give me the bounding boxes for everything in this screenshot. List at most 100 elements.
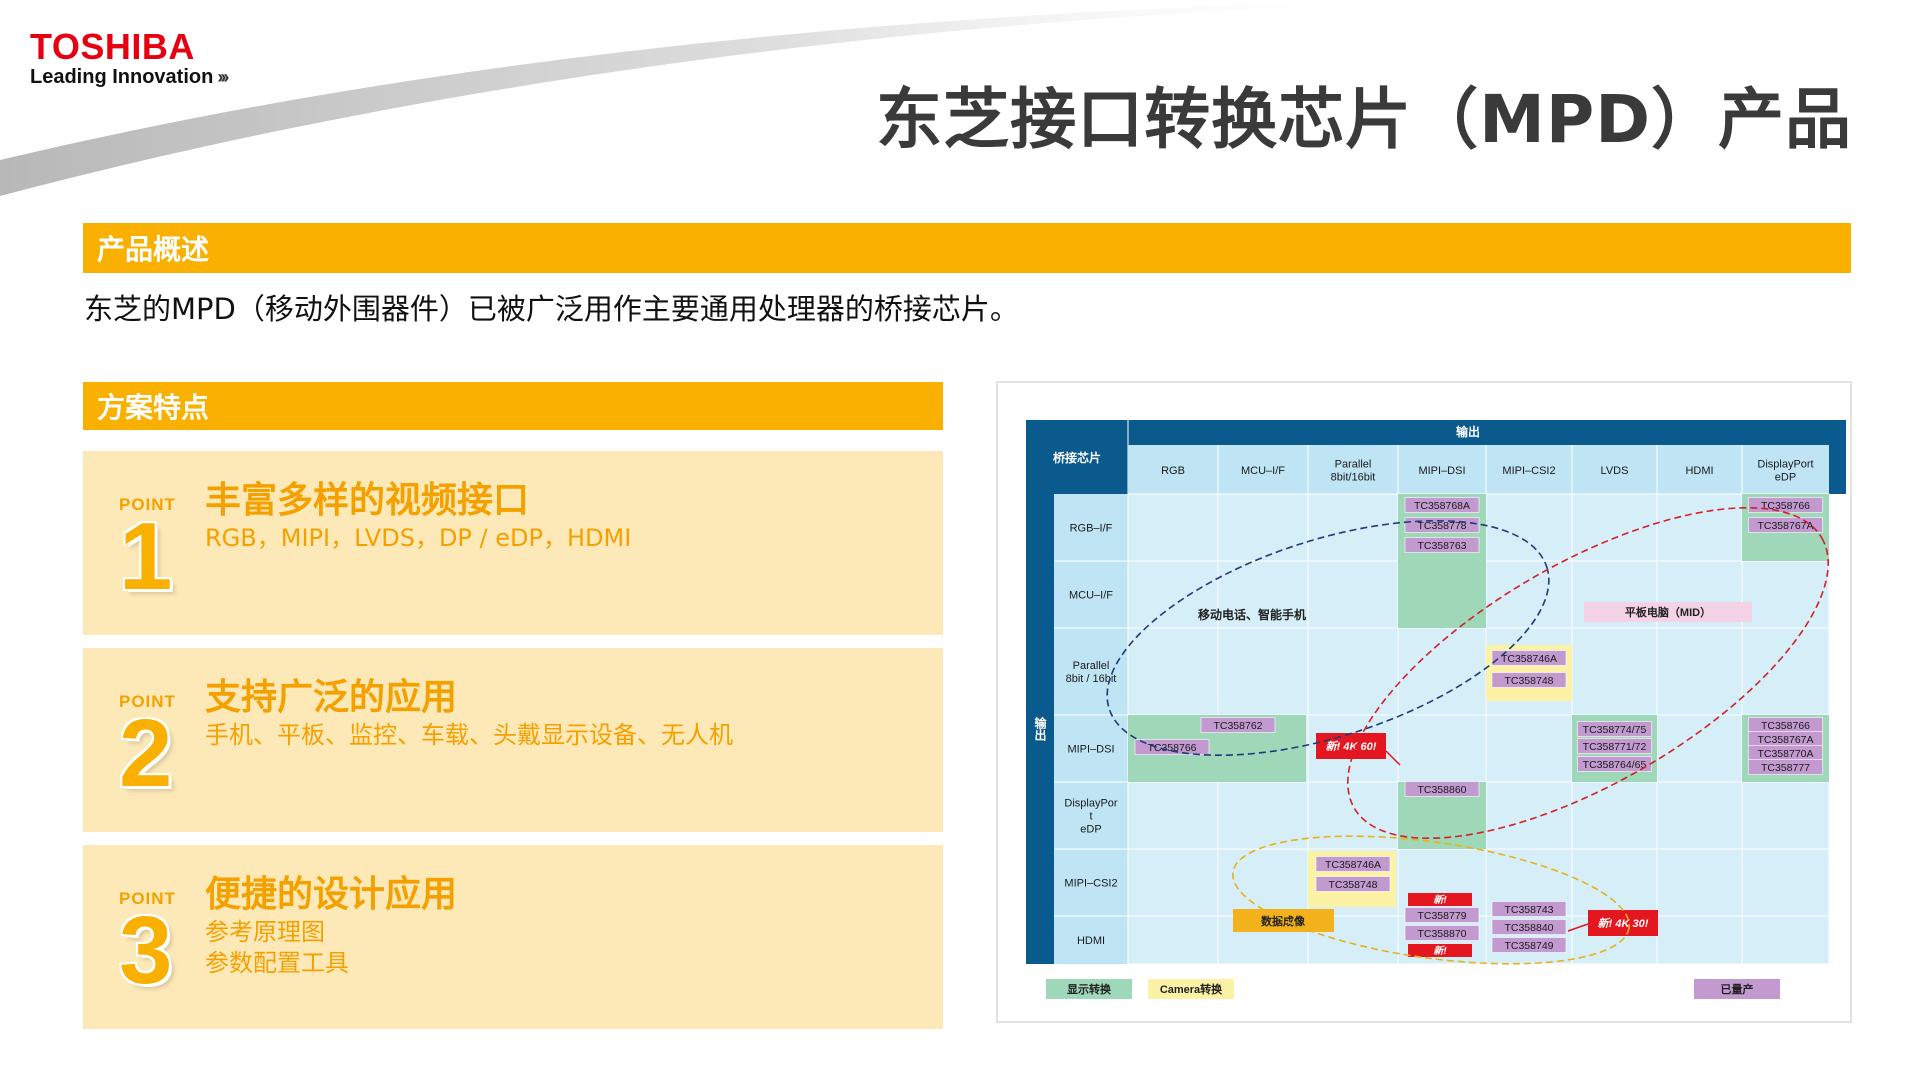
column-header: HDMI xyxy=(1685,465,1713,477)
chevron-right-icon: ››› xyxy=(217,67,229,87)
point-number: 2 xyxy=(119,700,173,807)
row-header: HDMI xyxy=(1077,935,1105,947)
column-header: LVDS xyxy=(1601,465,1629,477)
features-heading-bar: 方案特点 xyxy=(83,382,943,430)
chip-label: TC358779 xyxy=(1417,910,1466,922)
grid-cell xyxy=(1571,781,1658,850)
chip-box xyxy=(1315,876,1391,892)
point-number: 1 xyxy=(119,503,173,610)
chip-box xyxy=(1200,717,1276,733)
chip-label: TC358766 xyxy=(1761,500,1810,512)
grid-cell xyxy=(1217,560,1309,629)
chip-label: TC358763 xyxy=(1417,540,1466,552)
overview-heading-bar: 产品概述 xyxy=(83,223,1851,273)
corner-label: 桥接芯片 xyxy=(1053,450,1101,465)
chip-box xyxy=(1404,537,1480,553)
region-rgb-dsi xyxy=(1398,494,1486,628)
legend-display-swatch xyxy=(1046,979,1132,999)
new-4k60-label: 新! 4K 60! xyxy=(1326,740,1377,753)
chip-label: TC358767A xyxy=(1757,520,1813,532)
grid-cell xyxy=(1656,493,1743,562)
imaging-label: 数据成像 xyxy=(1261,914,1306,928)
legend-display-label: 显示转换 xyxy=(1067,982,1112,996)
mobile-label: 移动电话、智能手机 xyxy=(1198,607,1306,622)
chip-box xyxy=(1491,937,1567,953)
chip-label: TC358748 xyxy=(1328,879,1377,891)
grid-cell xyxy=(1307,627,1399,716)
point-number: 3 xyxy=(119,897,173,1004)
grid-cell xyxy=(1741,915,1830,965)
grid-cell xyxy=(1127,627,1219,716)
tagline-text: Leading Innovation xyxy=(30,66,214,88)
chip-label: TC358766 xyxy=(1761,720,1810,732)
imaging-label-box xyxy=(1233,909,1334,932)
grid-cell xyxy=(1741,848,1830,917)
column-header: MIPI–CSI2 xyxy=(1502,465,1555,477)
chip-box xyxy=(1748,759,1823,775)
point-title: 便捷的设计应用 xyxy=(205,874,458,915)
corner-cell xyxy=(1026,420,1128,494)
chip-label: TC358743 xyxy=(1504,904,1553,916)
chip-box xyxy=(1404,907,1480,923)
point-description: RGB，MIPI，LVDS，DP / eDP，HDMI xyxy=(205,523,631,554)
grid-cell xyxy=(1571,848,1658,917)
chip-box xyxy=(1315,856,1391,872)
new-badge-small xyxy=(1408,944,1472,957)
tablet-ellipse xyxy=(1346,506,1830,840)
legend-mass-label: 已量产 xyxy=(1721,982,1754,996)
chip-box xyxy=(1491,672,1567,688)
column-header: MCU–I/F xyxy=(1241,465,1285,477)
row-header: MIPI–CSI2 xyxy=(1064,877,1117,889)
row-header-band xyxy=(1054,494,1128,964)
tablet-label-box xyxy=(1584,602,1752,622)
grid-cell xyxy=(1127,493,1219,562)
grid-cell xyxy=(1571,627,1658,716)
column-header-band xyxy=(1128,445,1829,494)
mobile-ellipse xyxy=(1106,519,1550,757)
new-4k60-badge xyxy=(1316,733,1386,759)
chip-label: TC358777 xyxy=(1761,762,1810,774)
new-4k30-badge xyxy=(1588,910,1658,936)
grid-cell xyxy=(1397,627,1487,716)
chip-label: TC358870 xyxy=(1417,928,1466,940)
point-label: POINT xyxy=(119,692,176,711)
chip-label: TC358771/72 xyxy=(1583,741,1647,753)
grid-cell xyxy=(1741,781,1830,850)
row-header: RGB–I/F xyxy=(1070,522,1113,534)
tablet-label: 平板电脑（MID） xyxy=(1625,605,1711,619)
new-4k30-label: 新! 4K 30! xyxy=(1598,917,1649,930)
grid-cell xyxy=(1485,560,1573,629)
chip-layer: TC358768ATC358778TC358763TC358766TC35876… xyxy=(1134,497,1823,953)
new-badge-label: 新! xyxy=(1433,945,1447,957)
grid-cell xyxy=(1127,915,1219,965)
grid-cell xyxy=(1397,714,1487,783)
chip-label: TC358749 xyxy=(1504,940,1553,952)
grid-cell xyxy=(1307,493,1399,562)
chip-box xyxy=(1404,781,1480,797)
new-badge-label: 新! xyxy=(1433,894,1447,906)
column-header: RGB xyxy=(1161,465,1185,477)
page-title: 东芝接口转换芯片（MPD）产品 xyxy=(876,81,1852,158)
grid-cell xyxy=(1656,915,1743,965)
chip-label: TC358774/75 xyxy=(1583,724,1647,736)
grid-cell xyxy=(1656,627,1743,716)
toshiba-logo: TOSHIBA xyxy=(30,26,195,67)
point-card-3: POINT 3 便捷的设计应用 参考原理图 参数配置工具 xyxy=(83,845,943,1029)
chip-label: TC358778 xyxy=(1417,520,1466,532)
chip-label: TC358748 xyxy=(1504,675,1553,687)
chip-label: TC358762 xyxy=(1213,720,1262,732)
chip-label: TC358770A xyxy=(1757,748,1813,760)
arrow-4k60 xyxy=(1385,750,1401,766)
output-label: 输出 xyxy=(1456,424,1480,439)
grid-cell xyxy=(1307,781,1399,850)
grid-cell xyxy=(1741,560,1830,629)
chip-label: TC358746A xyxy=(1501,653,1557,665)
grid-cell xyxy=(1217,493,1309,562)
features-heading: 方案特点 xyxy=(97,391,210,424)
chip-label: TC358764/65 xyxy=(1583,759,1647,771)
